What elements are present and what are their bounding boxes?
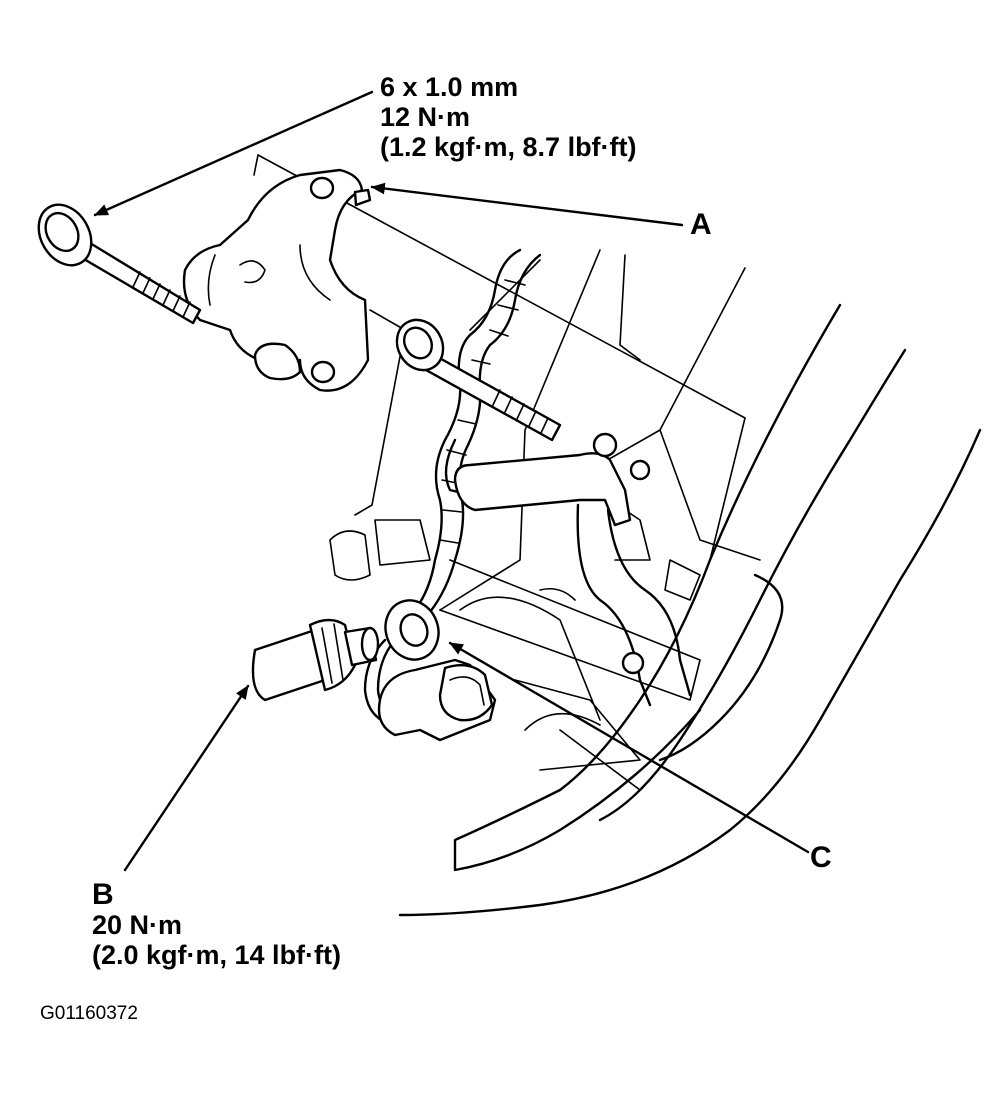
switch-b-callout: B 20 N·m (2.0 kgf·m, 14 lbf·ft) bbox=[92, 878, 342, 971]
label-c: C bbox=[810, 841, 832, 874]
mounting-bolt-b bbox=[395, 318, 562, 442]
mounting-bolt-a bbox=[37, 203, 202, 325]
coolant-hoses bbox=[398, 303, 982, 917]
label-a: A bbox=[690, 208, 712, 241]
bolt-spec-callout: 6 x 1.0 mm 12 N·m (1.2 kgf·m, 8.7 lbf·ft… bbox=[380, 72, 637, 162]
figure-code: G01160372 bbox=[40, 1003, 138, 1024]
engine-block bbox=[253, 154, 761, 791]
leader-lines bbox=[93, 90, 810, 872]
switch-b-torque: 20 N·m bbox=[92, 910, 183, 940]
harness-clamp bbox=[453, 432, 651, 675]
sensor-connector bbox=[377, 658, 497, 742]
switch-b-torque-conversion: (2.0 kgf·m, 14 lbf·ft) bbox=[92, 940, 342, 970]
bolt-torque-text: 12 N·m bbox=[380, 102, 471, 132]
bolt-torque-conversion: (1.2 kgf·m, 8.7 lbf·ft) bbox=[380, 132, 637, 162]
sealing-washer-c bbox=[384, 599, 440, 661]
label-b: B bbox=[92, 878, 114, 911]
pressure-switch-b bbox=[251, 618, 380, 702]
bolt-size-text: 6 x 1.0 mm bbox=[380, 72, 519, 102]
bracket-a bbox=[182, 168, 372, 392]
